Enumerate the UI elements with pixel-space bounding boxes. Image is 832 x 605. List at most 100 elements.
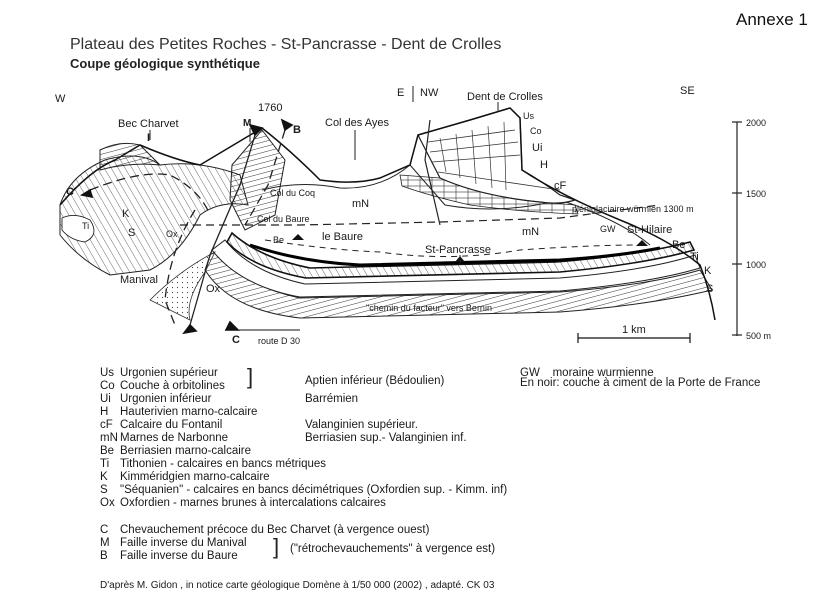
- label-cf: cF: [554, 180, 567, 192]
- legend-code: Be: [100, 445, 115, 457]
- label-be-left: Be: [273, 235, 284, 245]
- stage-valanginien-sup: Valanginien supérieur.: [305, 419, 418, 431]
- fault-desc: Faille inverse du Manival: [120, 537, 247, 549]
- label-fault-c-bottom: C: [232, 334, 240, 346]
- aptien-bracket: ]: [247, 364, 254, 389]
- label-southeast: SE: [680, 85, 695, 97]
- fault-code: B: [100, 550, 108, 562]
- label-s-left: S: [128, 227, 135, 239]
- label-us: Us: [523, 111, 534, 121]
- label-le-baure: le Baure: [322, 231, 363, 243]
- label-ox-bottom: Ox: [206, 283, 221, 295]
- label-dent-de-crolles: Dent de Crolles: [467, 91, 543, 103]
- layer-ti-band: [211, 239, 701, 298]
- altitude-axis: [732, 121, 742, 336]
- label-ti-left: Ti: [82, 221, 89, 231]
- fault-b-line: [244, 129, 286, 226]
- label-fault-m: M: [243, 118, 251, 129]
- altitude-tick-2000: 2000: [746, 118, 766, 128]
- label-k-right: K: [704, 265, 712, 277]
- altitude-tick-500: 500 m: [746, 331, 771, 341]
- label-bec-charvet: Bec Charvet: [118, 118, 179, 130]
- legend-desc: Urgonien inférieur: [120, 393, 212, 405]
- fault-dent-line: [424, 119, 441, 226]
- fault-desc: Faille inverse du Baure: [120, 550, 238, 562]
- fault-desc: Chevauchement précoce du Bec Charvet (à …: [120, 524, 430, 536]
- terrain-surface: [59, 107, 716, 321]
- legend-code: H: [100, 406, 109, 418]
- label-st-pancrasse: St-Pancrasse: [425, 244, 491, 256]
- label-col-du-baure: Col du Baure: [257, 214, 310, 224]
- label-mn-right: mN: [522, 226, 539, 238]
- le-baure-marker: [292, 234, 304, 240]
- urgonian-strata: [427, 129, 561, 191]
- label-gw: GW: [600, 224, 616, 234]
- pleniglacial-dashed-line: [180, 204, 661, 226]
- label-k-left: K: [122, 208, 130, 220]
- page-subtitle: Coupe géologique synthétique: [70, 56, 260, 71]
- label-co: Co: [530, 126, 542, 136]
- retro-note: ("rétrochevauchements" à vergence est): [290, 543, 496, 555]
- st-hilaire-marker: [636, 240, 648, 246]
- label-col-des-ayes: Col des Ayes: [325, 117, 390, 129]
- legend-desc: Berriasien marno-calcaire: [120, 445, 252, 457]
- label-west: W: [55, 93, 66, 105]
- layer-be-band: [226, 231, 696, 279]
- source-credit: D'après M. Gidon , in notice carte géolo…: [100, 580, 495, 591]
- legend-code: Ti: [100, 458, 110, 470]
- annexe-label: Annexe 1: [736, 10, 808, 29]
- be-top-dashed-line: [264, 239, 641, 258]
- legend-code: mN: [100, 432, 118, 444]
- label-nw: NW: [420, 87, 439, 99]
- legend-desc: Tithonien - calcaires en bancs métriques: [120, 458, 327, 470]
- fault-code: C: [100, 524, 109, 536]
- bec-charvet-upper-limb: [99, 142, 162, 171]
- summit-1760-wedge: [229, 129, 286, 231]
- cf-bricks: [399, 174, 579, 215]
- stage-aptien: Aptien inférieur (Bédoulien): [305, 375, 445, 387]
- legend-desc: Urgonien supérieur: [120, 367, 218, 379]
- mn-basin: [261, 164, 651, 246]
- stage-barremien: Barrémien: [305, 393, 359, 405]
- label-scale: 1 km: [622, 324, 646, 336]
- urgonian-vertical-joints: [439, 121, 507, 191]
- legend-desc: Oxfordien - marnes brunes à intercalatio…: [120, 497, 386, 509]
- legend-desc: Hauterivien marno-calcaire: [120, 406, 258, 418]
- page-title: Plateau des Petites Roches - St-Pancrass…: [70, 36, 502, 53]
- label-ox-left: Ox: [166, 229, 178, 239]
- legend-code: Us: [100, 367, 115, 379]
- label-east: E: [397, 87, 404, 99]
- legend-code: Ox: [100, 497, 115, 509]
- legend-code: cF: [100, 419, 113, 431]
- label-col-du-coq: Col du Coq: [270, 188, 315, 198]
- label-be-right: Be: [672, 239, 685, 251]
- fault-code: M: [100, 537, 110, 549]
- legend-code: Co: [100, 380, 115, 392]
- altitude-tick-1500: 1500: [746, 189, 766, 199]
- label-mn-left: mN: [352, 198, 369, 210]
- label-fault-b: B: [293, 124, 301, 136]
- altitude-tick-1000: 1000: [746, 260, 766, 270]
- label-fault-i: I: [147, 132, 150, 144]
- label-ti-right: Ti: [690, 251, 699, 263]
- label-ui: Ui: [532, 142, 542, 154]
- label-altitude-1760: 1760: [258, 102, 282, 114]
- legend-gw-desc: moraine wurmienne: [552, 367, 654, 379]
- ti-left-lens: [61, 215, 95, 243]
- legend-gw-code: GW: [520, 367, 540, 379]
- label-h: H: [540, 159, 548, 171]
- label-st-hilaire: St-Hilaire: [627, 224, 672, 236]
- legend-desc: Couche à orbitolines: [120, 380, 225, 392]
- stage-berriasien-sup: Berriasien sup.- Valanginien inf.: [305, 432, 467, 444]
- black-layer-note: En noir: couche à ciment de la Porte de …: [520, 377, 761, 389]
- legend-code: K: [100, 471, 108, 483]
- label-s-right: S: [706, 283, 713, 295]
- label-route-d30: route D 30: [258, 336, 300, 346]
- legend-desc: "Séquanien" - calcaires en bancs décimét…: [120, 484, 508, 496]
- label-manival: Manival: [120, 274, 158, 286]
- label-chemin-du-facteur: "chemin du facteur" vers Bernin: [366, 303, 492, 313]
- legend-desc: Calcaire du Fontanil: [120, 419, 223, 431]
- legend-code: S: [100, 484, 108, 496]
- legend-gw: GW moraine wurmienne: [520, 367, 654, 379]
- legend-desc: Kimméridgien marno-calcaire: [120, 471, 270, 483]
